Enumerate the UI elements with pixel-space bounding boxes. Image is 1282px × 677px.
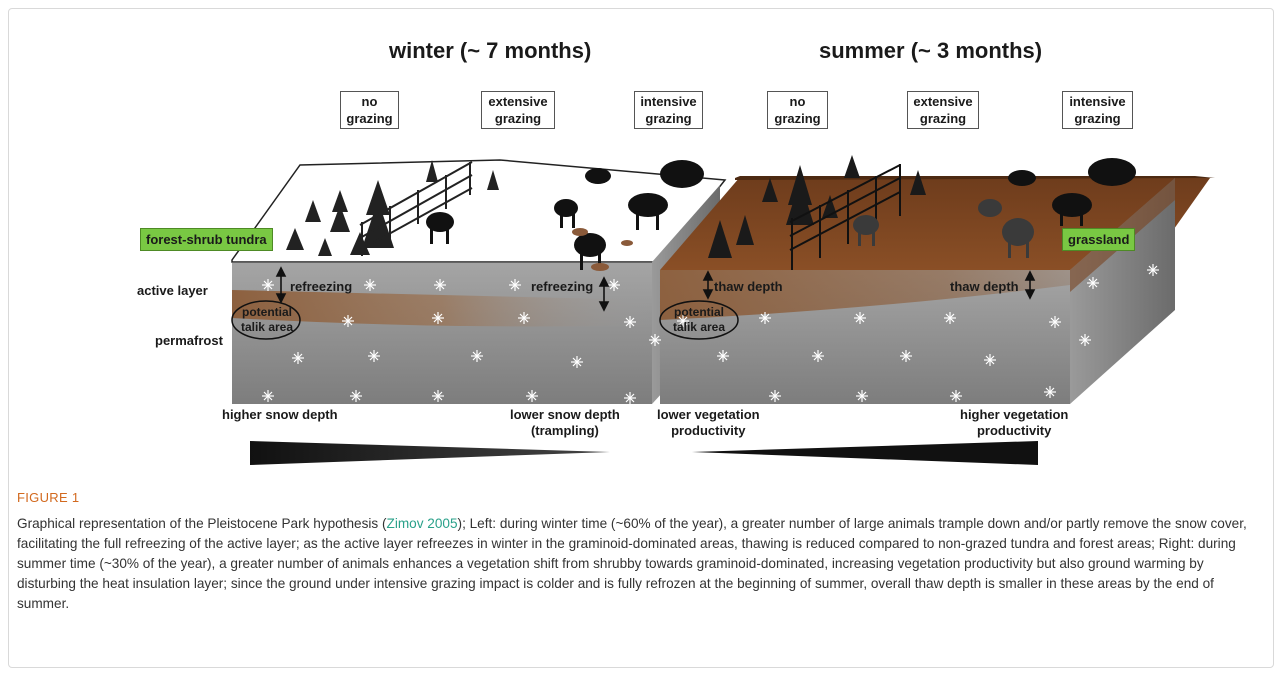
winter-animals bbox=[426, 160, 704, 270]
permafrost-label: permafrost bbox=[155, 333, 223, 348]
higher-vegetation-productivity-label: higher vegetation productivity bbox=[960, 407, 1069, 438]
summer-thaw-depth-left: thaw depth bbox=[714, 279, 783, 294]
winter-front-face bbox=[232, 262, 652, 404]
snow-depth-wedge bbox=[250, 441, 610, 465]
winter-no-grazing-box: no grazing bbox=[340, 91, 399, 129]
higher-snow-depth-label: higher snow depth bbox=[222, 407, 338, 422]
summer-animals bbox=[853, 199, 1034, 258]
grassland-label: grassland bbox=[1062, 228, 1136, 251]
trampled-patches bbox=[572, 228, 633, 271]
winter-extensive-grazing-box: extensive grazing bbox=[481, 91, 555, 129]
winter-intensive-grazing-box: intensive grazing bbox=[634, 91, 703, 129]
winter-season-heading: winter (~ 7 months) bbox=[389, 38, 592, 63]
summer-animals-dark bbox=[1008, 158, 1136, 226]
figure-frame bbox=[8, 8, 1274, 668]
summer-extensive-grazing-box: extensive grazing bbox=[907, 91, 979, 129]
winter-refreezing-right: refreezing bbox=[531, 279, 594, 294]
summer-fence bbox=[789, 164, 901, 270]
winter-talik-label: potential talik area bbox=[240, 305, 294, 334]
summer-talik-label: potential talik area bbox=[672, 305, 726, 334]
summer-intensive-grazing-box: intensive grazing bbox=[1062, 91, 1133, 129]
vegetation-wedge bbox=[692, 441, 1038, 465]
depth-arrows bbox=[275, 266, 1036, 312]
permafrost-illustration bbox=[231, 155, 1215, 465]
summer-season-heading: summer (~ 3 months) bbox=[819, 38, 1043, 63]
lower-snow-depth-label: lower snow depth (trampling) bbox=[510, 407, 620, 438]
summer-thaw-depth-right: thaw depth bbox=[950, 279, 1019, 294]
figure-caption-text: Graphical representation of the Pleistoc… bbox=[17, 516, 1247, 611]
summer-talik-ellipse bbox=[659, 300, 739, 340]
winter-trees bbox=[286, 160, 499, 256]
winter-fence bbox=[359, 161, 473, 256]
figure-caption-heading: FIGURE 1 bbox=[17, 490, 80, 505]
summer-no-grazing-box: no grazing bbox=[767, 91, 828, 129]
forest-shrub-tundra-label: forest-shrub tundra bbox=[140, 228, 273, 251]
citation-link[interactable]: Zimov 2005 bbox=[386, 516, 458, 531]
snowflake-icons bbox=[262, 264, 1159, 404]
winter-talik-ellipse bbox=[231, 300, 301, 340]
winter-block bbox=[231, 159, 727, 404]
active-layer-label: active layer bbox=[137, 283, 208, 298]
lower-vegetation-productivity-label: lower vegetation productivity bbox=[657, 407, 760, 438]
winter-refreezing-left: refreezing bbox=[290, 279, 353, 294]
